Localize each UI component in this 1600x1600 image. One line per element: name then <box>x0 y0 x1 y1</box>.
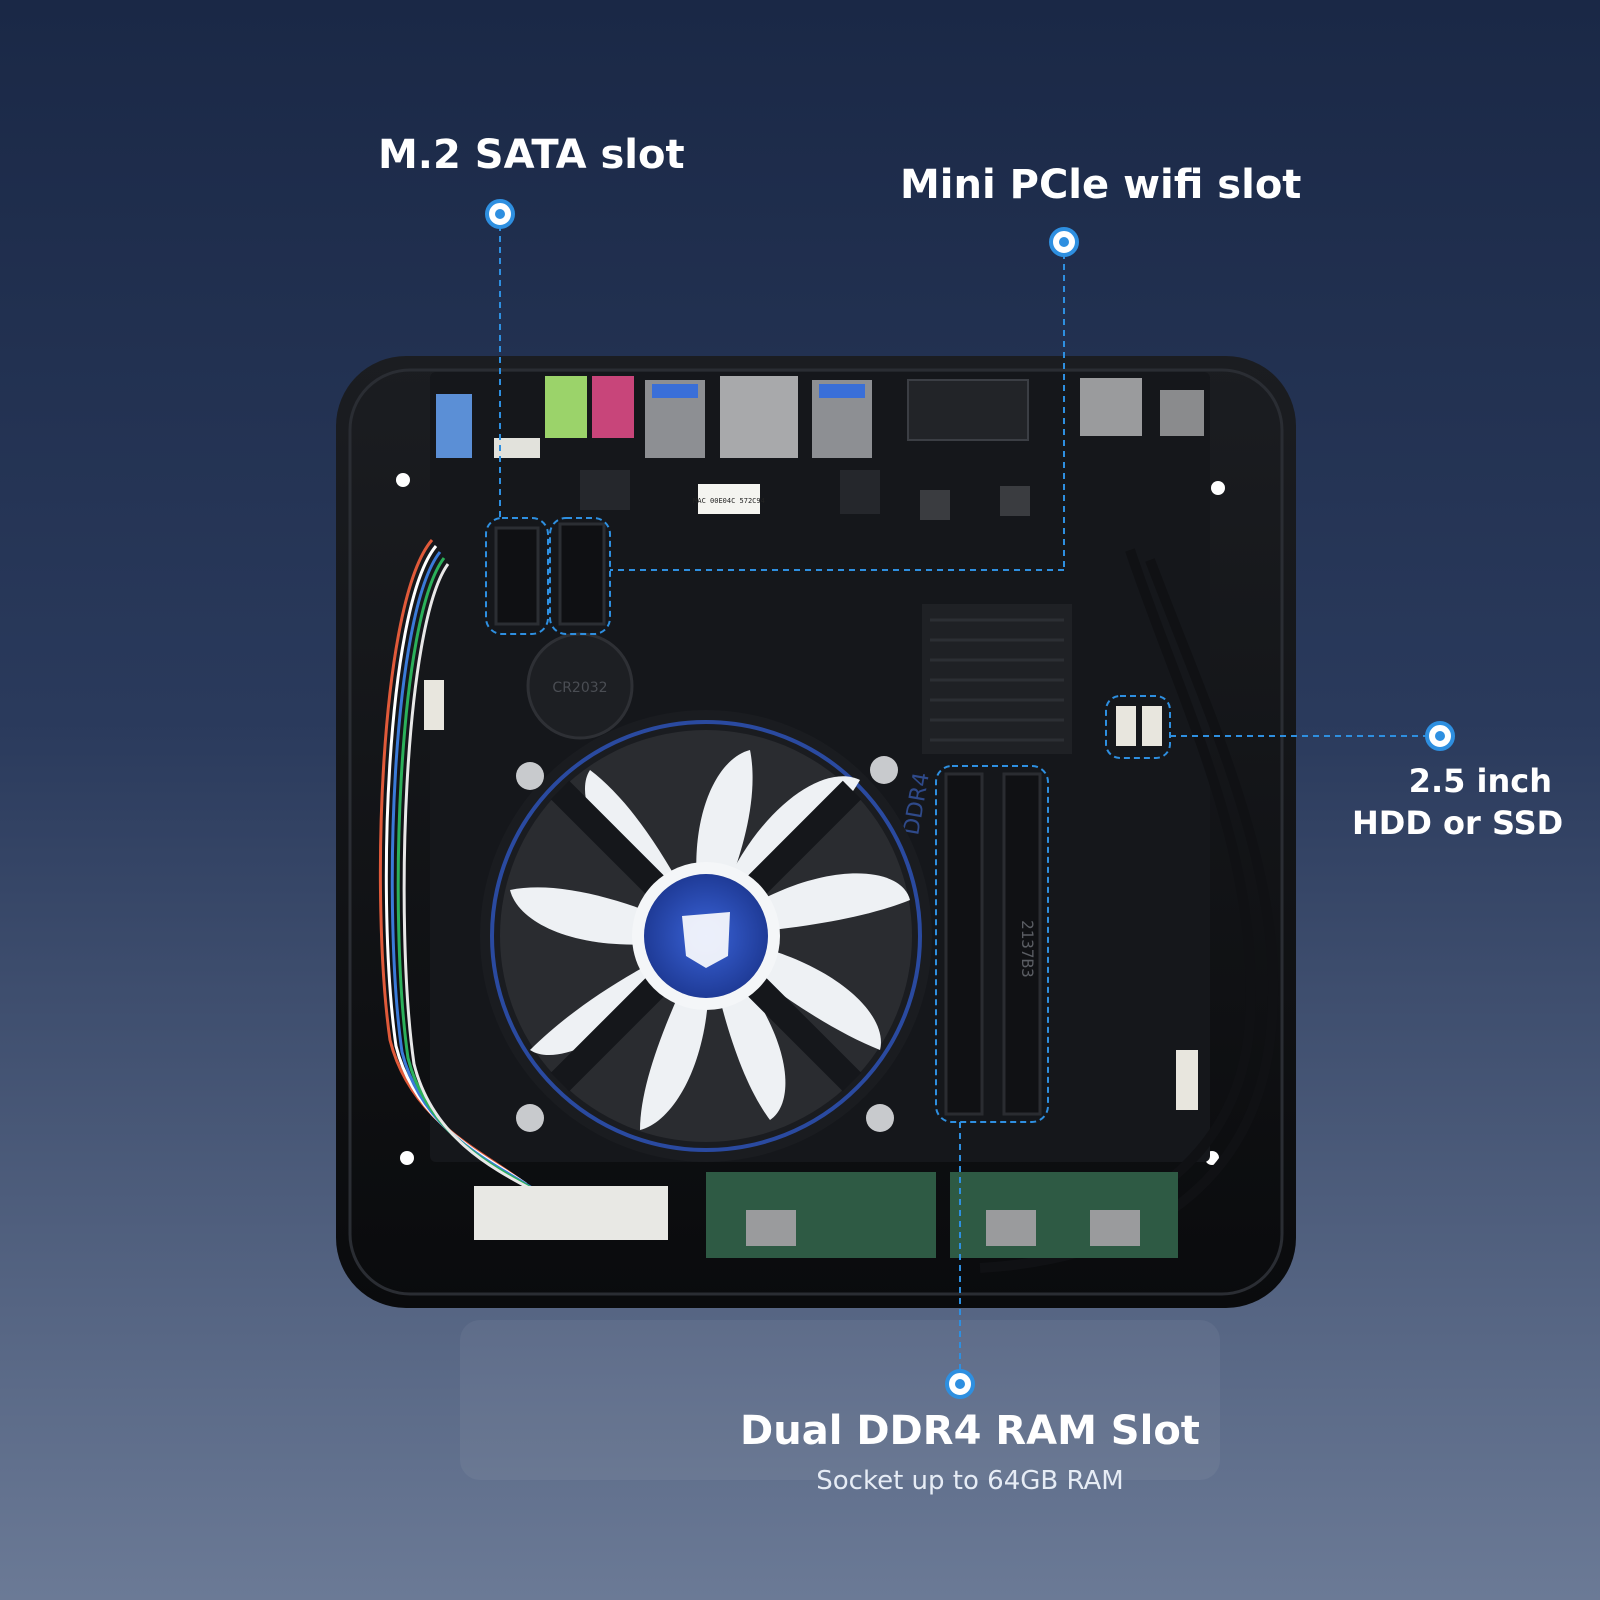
m2-sata-slot-label: M.2 SATA slot <box>378 132 685 178</box>
case-reflection <box>460 1320 1220 1480</box>
hdd-label-line2: HDD or SSD <box>1352 804 1564 842</box>
cpu-cooler-fan <box>480 710 932 1162</box>
mac-sticker <box>698 484 760 514</box>
front-usb-port <box>986 1210 1036 1246</box>
case-screw-hole <box>400 1151 414 1165</box>
front-io-board <box>950 1172 1178 1258</box>
power-jack <box>1160 390 1204 436</box>
hdd-ssd-label: 2.5 inch HDD or SSD <box>1352 760 1564 844</box>
ram-slot-subtitle: Socket up to 64GB RAM <box>816 1466 1124 1496</box>
m2-slot-highlight <box>485 517 549 635</box>
mac-sticker-text: MAC 00E04C 572C94 <box>693 497 765 505</box>
front-usb-port <box>746 1210 796 1246</box>
lvds-connector <box>1176 1050 1198 1110</box>
pcie-slot-highlight <box>549 517 611 635</box>
mini-pcie-wifi-slot-label: Mini PCle wifi slot <box>900 162 1302 208</box>
ram-slot-label: Dual DDR4 RAM Slot <box>740 1408 1200 1454</box>
front-io-board <box>706 1172 936 1258</box>
hdd-label-line1: 2.5 inch <box>1408 762 1552 800</box>
audio-jack-pink <box>592 376 634 438</box>
mini-pcie-slot <box>558 522 606 626</box>
callout-highlights <box>485 517 1171 1123</box>
ethernet-port <box>720 376 798 458</box>
audio-jack-green <box>545 376 587 438</box>
hdd-connector-highlight <box>1105 695 1171 759</box>
chipset-heatsink <box>922 604 1072 754</box>
hdmi-port <box>1080 378 1142 436</box>
callout-dots <box>485 199 1455 1399</box>
callout-lines <box>499 214 1440 1382</box>
front-usb-port <box>1090 1210 1140 1246</box>
sata-connector <box>1116 706 1136 746</box>
sata-power-connector <box>1142 706 1162 746</box>
fan-header <box>424 680 444 730</box>
connector-header <box>494 438 540 458</box>
serial-sticker <box>436 394 472 458</box>
ribbon-cable <box>378 539 545 1198</box>
ddr4-ram-slots: 2137B3 <box>944 772 1042 1116</box>
front-io-board <box>474 1186 668 1240</box>
m2-sata-slot <box>494 526 540 626</box>
battery-text: CR2032 <box>552 680 607 696</box>
ram-marking: 2137B3 <box>1018 920 1037 978</box>
ram-slot-highlight <box>935 765 1049 1123</box>
case-screw-hole <box>396 473 410 487</box>
display-port <box>907 379 1029 441</box>
case-screw-hole <box>1211 481 1225 495</box>
